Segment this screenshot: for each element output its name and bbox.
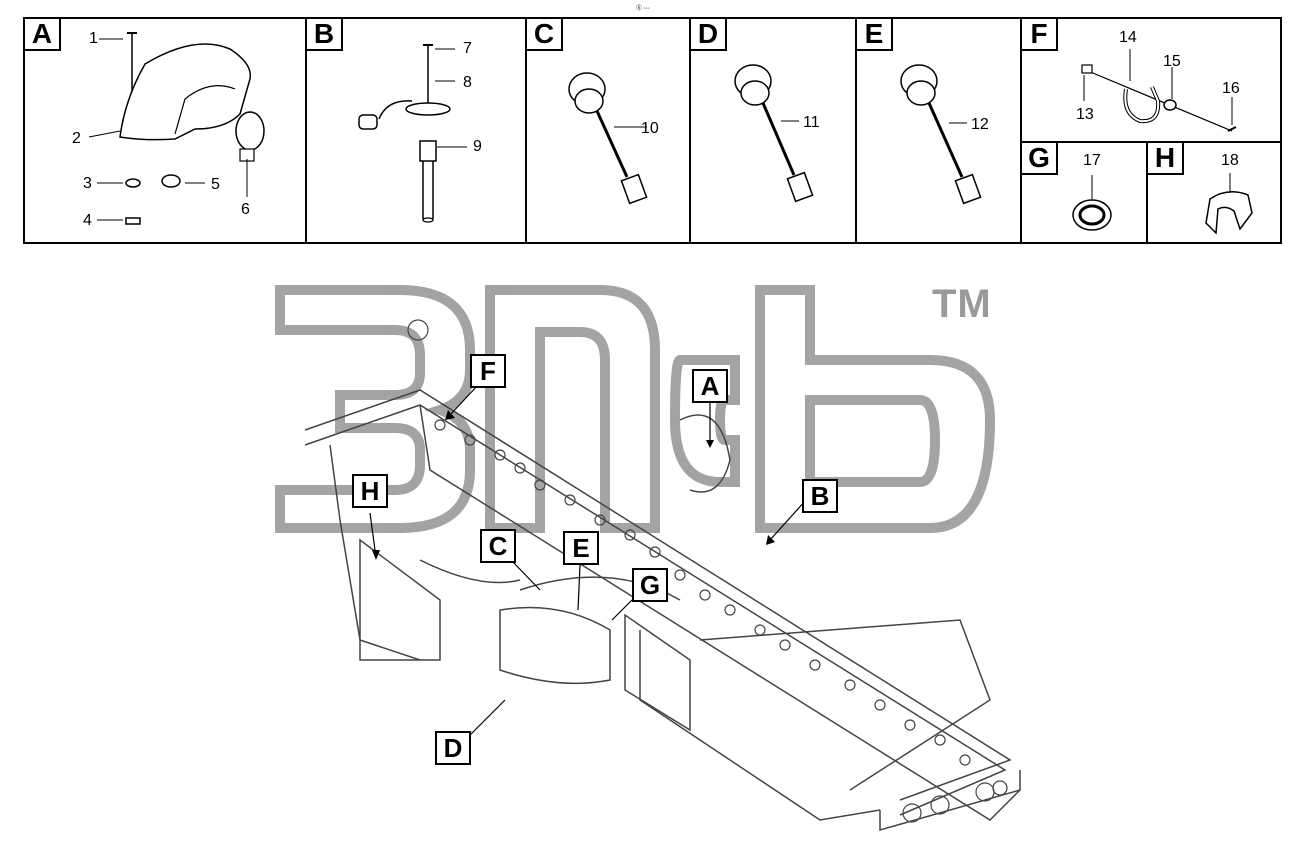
part-number: 6 (241, 201, 250, 218)
part-number: 18 (1221, 152, 1239, 169)
callout-e: E (563, 531, 599, 565)
callout-d: D (435, 731, 471, 765)
callout-leaders (369, 384, 807, 736)
panel-e-drawing (900, 64, 982, 205)
part-number: 15 (1163, 53, 1181, 70)
panel-f-letter: F (1022, 19, 1058, 51)
panel-d-drawing (734, 64, 814, 203)
panel-g-drawing (1072, 175, 1112, 231)
parts-panels: A 1 2 3 4 5 6 B (23, 17, 1282, 244)
frame-rails (304, 389, 1021, 831)
panel-a-letter: A (25, 19, 61, 51)
panel-g: G 17 (1020, 143, 1146, 242)
callout-c: C (480, 529, 516, 563)
panel-d-letter: D (691, 19, 727, 51)
part-number: 3 (83, 175, 92, 192)
part-number: 10 (641, 120, 659, 137)
header-mark: Ⓢ ◦◦◦ (636, 6, 651, 12)
panel-h-drawing (1205, 173, 1253, 235)
part-number: 5 (211, 176, 220, 193)
callout-a: A (692, 369, 728, 403)
part-number: 12 (971, 116, 989, 133)
panel-b-letter: B (307, 19, 343, 51)
part-number: 7 (463, 40, 472, 57)
panel-b-drawing (358, 44, 467, 223)
panel-c-drawing (568, 72, 648, 205)
callout-b: B (802, 479, 838, 513)
callout-f: F (470, 354, 506, 388)
part-number: 16 (1222, 80, 1240, 97)
part-number: 9 (473, 138, 482, 155)
part-number: 13 (1076, 106, 1094, 123)
panel-c: C 10 (525, 19, 689, 242)
part-number: 2 (72, 130, 81, 147)
panel-e-letter: E (857, 19, 893, 51)
frame-holes (407, 319, 1008, 823)
part-number: 17 (1083, 152, 1101, 169)
callout-h: H (352, 474, 388, 508)
panel-f: F 13 14 15 16 (1020, 19, 1280, 143)
part-number: 4 (83, 212, 92, 229)
panel-e: E 12 (855, 19, 1020, 242)
panel-h: H 18 (1146, 143, 1280, 242)
part-number: 14 (1119, 29, 1137, 46)
panel-a-drawing (88, 32, 265, 225)
watermark-logo (275, 285, 996, 533)
callout-arrowheads (372, 410, 775, 560)
panel-b: B 7 8 9 (305, 19, 525, 242)
part-number: 1 (89, 30, 98, 47)
panel-h-letter: H (1148, 143, 1184, 175)
panel-g-letter: G (1022, 143, 1058, 175)
panel-c-letter: C (527, 19, 563, 51)
panel-f-drawing (1081, 49, 1237, 132)
panel-a: A 1 2 3 4 5 6 (25, 19, 305, 242)
watermark-trademark: TM (932, 282, 992, 326)
callout-g: G (632, 568, 668, 602)
part-number: 11 (803, 114, 820, 131)
panel-d: D 11 (689, 19, 855, 242)
part-number: 8 (463, 74, 472, 91)
